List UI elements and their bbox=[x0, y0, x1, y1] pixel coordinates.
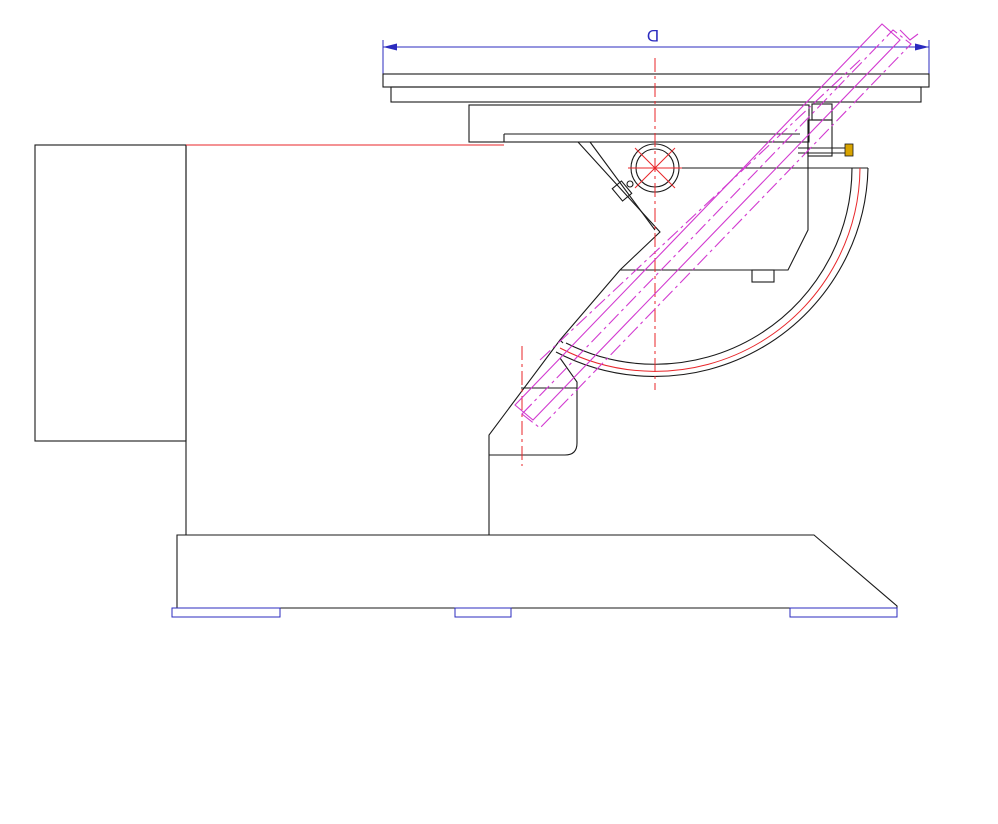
column-nose bbox=[489, 357, 578, 456]
dimension-arrow-left bbox=[383, 43, 397, 51]
table-plate-lower bbox=[390, 86, 922, 103]
bracket-inner-diagonal bbox=[589, 141, 656, 231]
sector-gear-pitch-line bbox=[559, 167, 861, 372]
grease-fitting-body bbox=[611, 180, 633, 202]
foot-right bbox=[789, 607, 898, 618]
grease-fitting-head bbox=[626, 180, 634, 188]
tilted-table-end bbox=[899, 29, 919, 41]
bolt-body bbox=[807, 119, 833, 157]
table-plate bbox=[382, 73, 930, 88]
foot-left bbox=[171, 607, 281, 618]
table-top bbox=[382, 73, 930, 143]
tilted-table-centerline bbox=[539, 59, 861, 361]
base-frame bbox=[176, 534, 898, 609]
drive-motor-box bbox=[34, 144, 187, 442]
dimension-arrow-right bbox=[915, 43, 929, 51]
tilted-table-position bbox=[514, 23, 919, 429]
motor-housing bbox=[34, 144, 187, 442]
width-dimension bbox=[382, 40, 930, 74]
bracket-body bbox=[578, 141, 809, 271]
positioner-body bbox=[185, 141, 661, 535]
bolt-block bbox=[811, 103, 833, 121]
sector-gear-outer bbox=[555, 167, 869, 377]
grease-fitting bbox=[611, 180, 634, 202]
bolt-nut bbox=[844, 143, 854, 157]
base-outline bbox=[176, 534, 898, 609]
dimension-label: D bbox=[647, 26, 659, 45]
sector-gear-inner bbox=[565, 167, 853, 365]
table-support-block bbox=[468, 104, 810, 143]
pivot-cross-diag-2 bbox=[634, 147, 676, 189]
tilted-table-plate bbox=[514, 23, 901, 421]
centerlines bbox=[186, 58, 682, 466]
bracket-foot bbox=[751, 269, 775, 283]
tilted-table-plate-lower bbox=[521, 29, 912, 429]
foot-center bbox=[454, 607, 512, 618]
column-profile bbox=[488, 141, 661, 455]
tilt-bracket bbox=[555, 141, 869, 377]
base-feet bbox=[171, 607, 898, 618]
